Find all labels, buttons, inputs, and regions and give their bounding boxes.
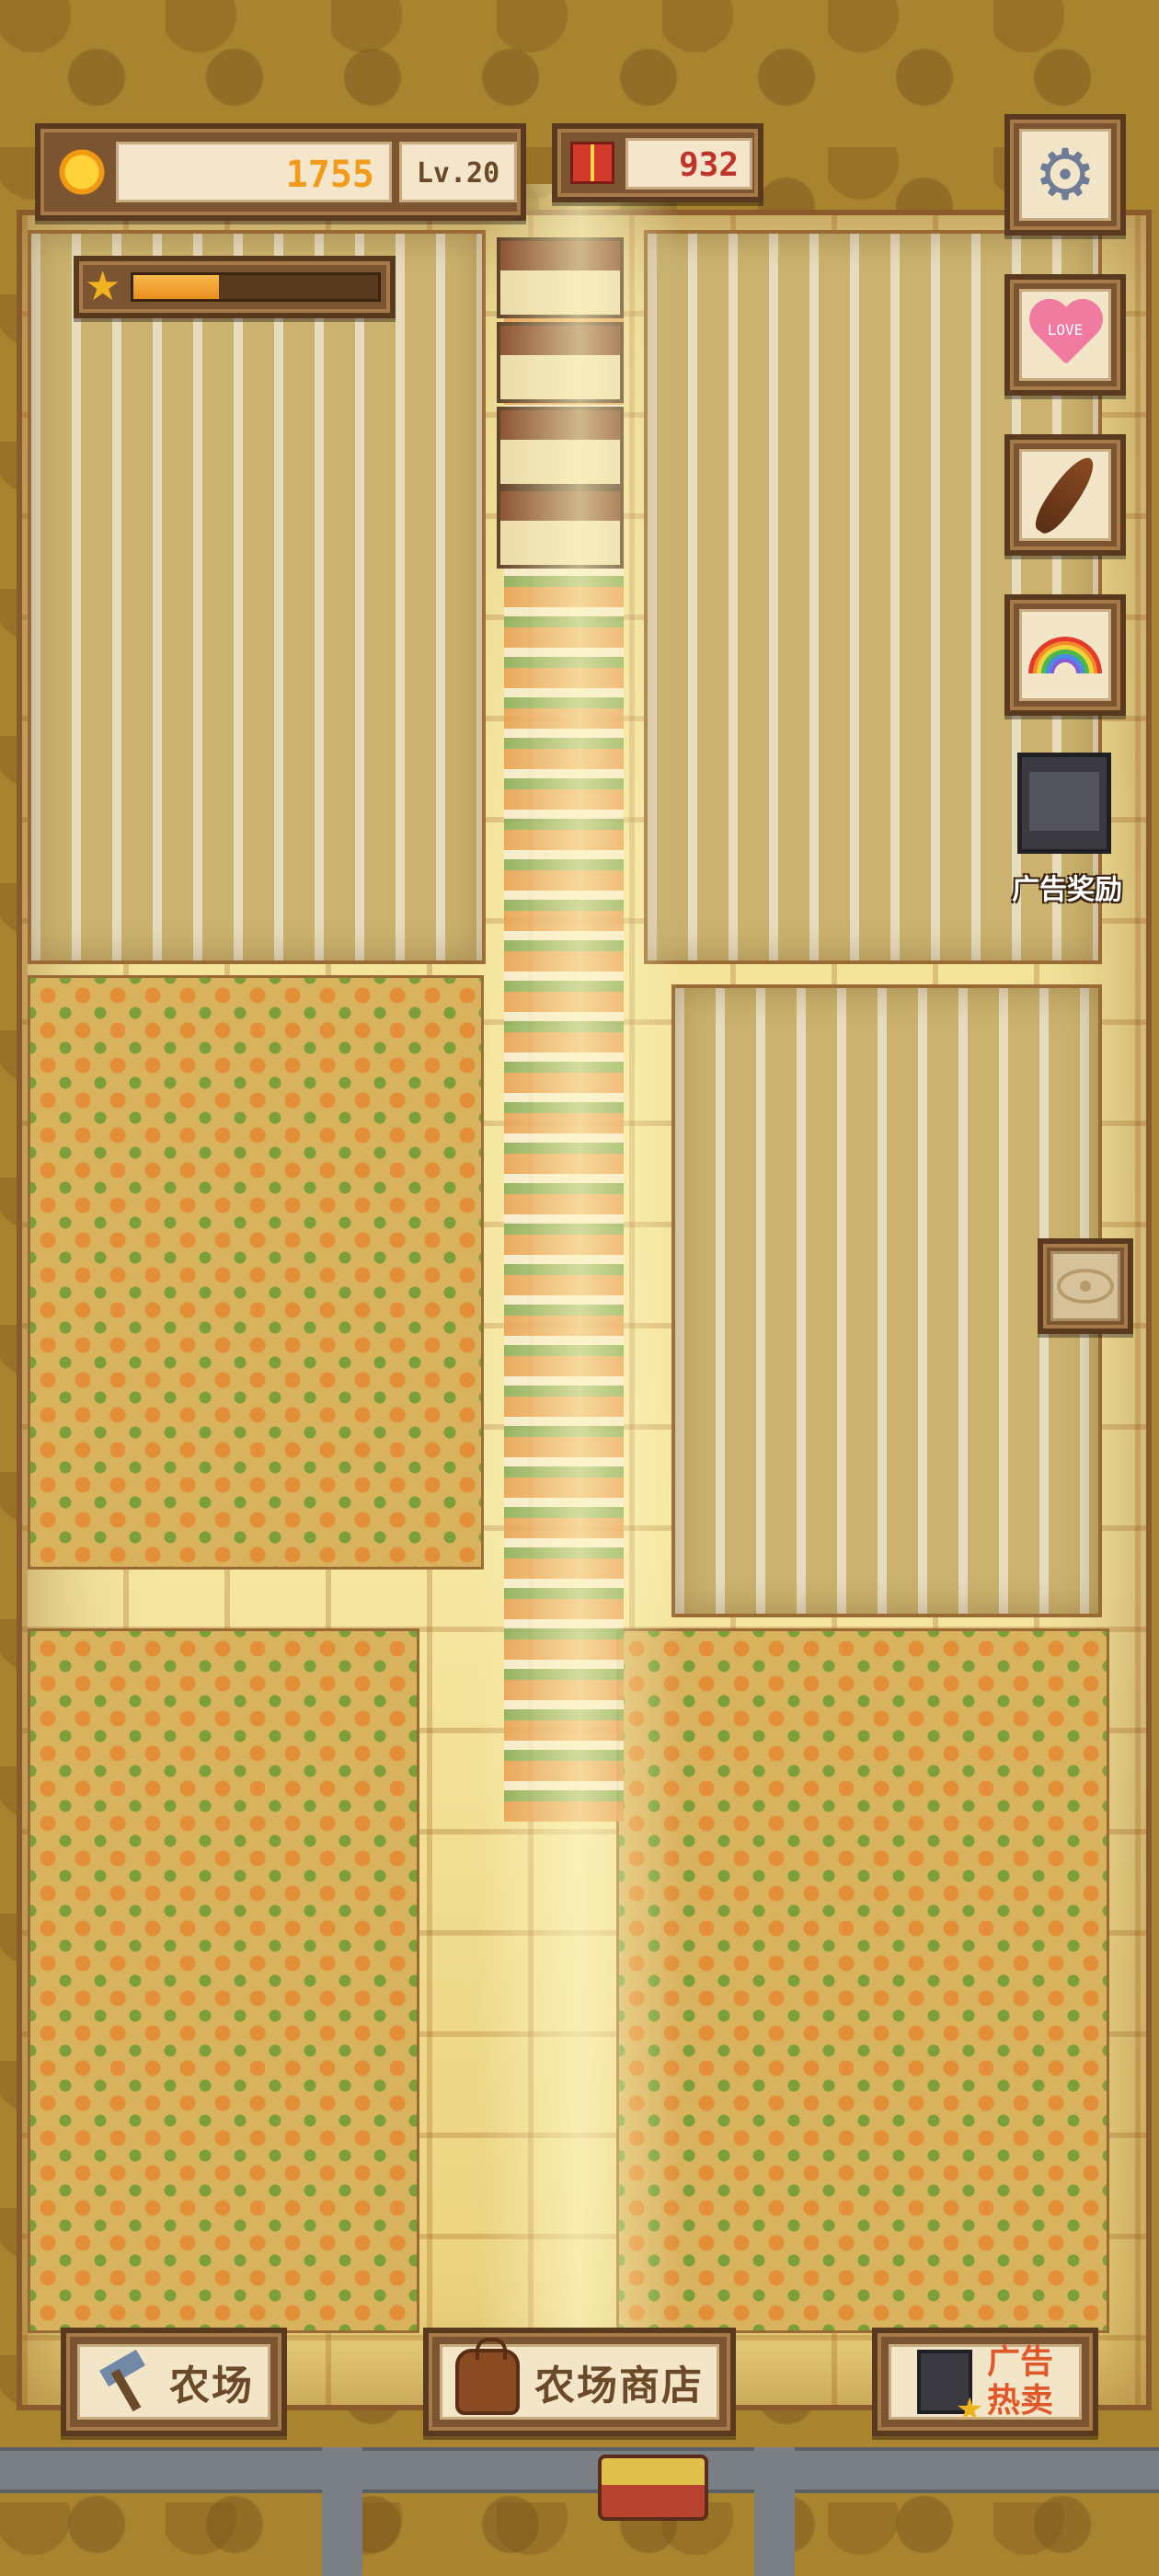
love-label: LOVE [1047, 321, 1084, 339]
rainbow-icon [1028, 637, 1102, 673]
farm-nav-label: 农场 [169, 2363, 254, 2409]
feather-button[interactable] [1004, 434, 1126, 556]
road [0, 2447, 1159, 2493]
star-icon: ★ [85, 263, 121, 310]
ad-hot-sale-label: 广告 热卖 [987, 2343, 1053, 2421]
settings-button[interactable]: ⚙ [1004, 114, 1126, 236]
road [754, 2447, 795, 2576]
star-badge-icon: ★ [955, 2391, 984, 2428]
star-progress-bar: 7/20 [131, 272, 381, 302]
coins-value: 1755 [285, 154, 374, 196]
farm-nav-button[interactable]: 农场 [61, 2328, 287, 2436]
gift-panel[interactable]: 932 [552, 123, 763, 202]
coin-icon [55, 145, 109, 199]
gear-icon: ⚙ [1033, 133, 1097, 215]
farmhouse[interactable] [497, 322, 624, 403]
shop-bag-icon [455, 2338, 520, 2415]
field-block[interactable] [616, 1628, 1109, 2333]
ad-hot-sale-button[interactable]: ★ 广告 热卖 [872, 2328, 1098, 2436]
coins-box: 1755 [116, 142, 392, 202]
ad-reward-label[interactable]: 广告奖励 [1012, 874, 1122, 906]
view-toggle-button[interactable] [1038, 1238, 1133, 1334]
animal-pen-block[interactable] [28, 230, 486, 964]
rainbow-button[interactable] [1004, 594, 1126, 716]
gift-box-icon [570, 142, 614, 184]
gift-count-box: 932 [625, 138, 752, 190]
tv-icon [1029, 772, 1099, 831]
ad-reward-button[interactable] [1017, 753, 1111, 854]
animal-pen-block[interactable] [671, 984, 1102, 1617]
field-block[interactable] [28, 975, 484, 1570]
farmhouse[interactable] [497, 488, 624, 569]
tv-icon: ★ [916, 2350, 983, 2425]
feather-icon [1028, 451, 1102, 539]
coins-panel: 1755 Lv.20 [35, 123, 526, 221]
field-block[interactable] [28, 1628, 419, 2333]
star-progress-fill [133, 275, 220, 299]
farmhouse[interactable] [497, 407, 624, 488]
farmhouse[interactable] [497, 237, 624, 318]
ad-hot-line1: 广告 [986, 2343, 1053, 2381]
star-progress-panel: ★ 7/20 [74, 256, 396, 318]
love-button[interactable]: LOVE [1004, 274, 1126, 396]
farm-shop-label: 农场商店 [534, 2363, 704, 2409]
gift-count: 932 [678, 146, 739, 184]
heart-icon: LOVE [1027, 301, 1104, 369]
road [322, 2447, 362, 2576]
eye-icon [1057, 1269, 1114, 1304]
star-progress-text: 7/20 [231, 275, 281, 298]
hammer-icon [94, 2352, 155, 2412]
farm-shop-button[interactable]: 农场商店 [423, 2328, 736, 2436]
level-box: Lv.20 [399, 142, 517, 202]
delivery-bus[interactable] [598, 2455, 708, 2521]
level-value: Lv.20 [416, 157, 500, 190]
ad-hot-line2: 热卖 [986, 2382, 1053, 2420]
